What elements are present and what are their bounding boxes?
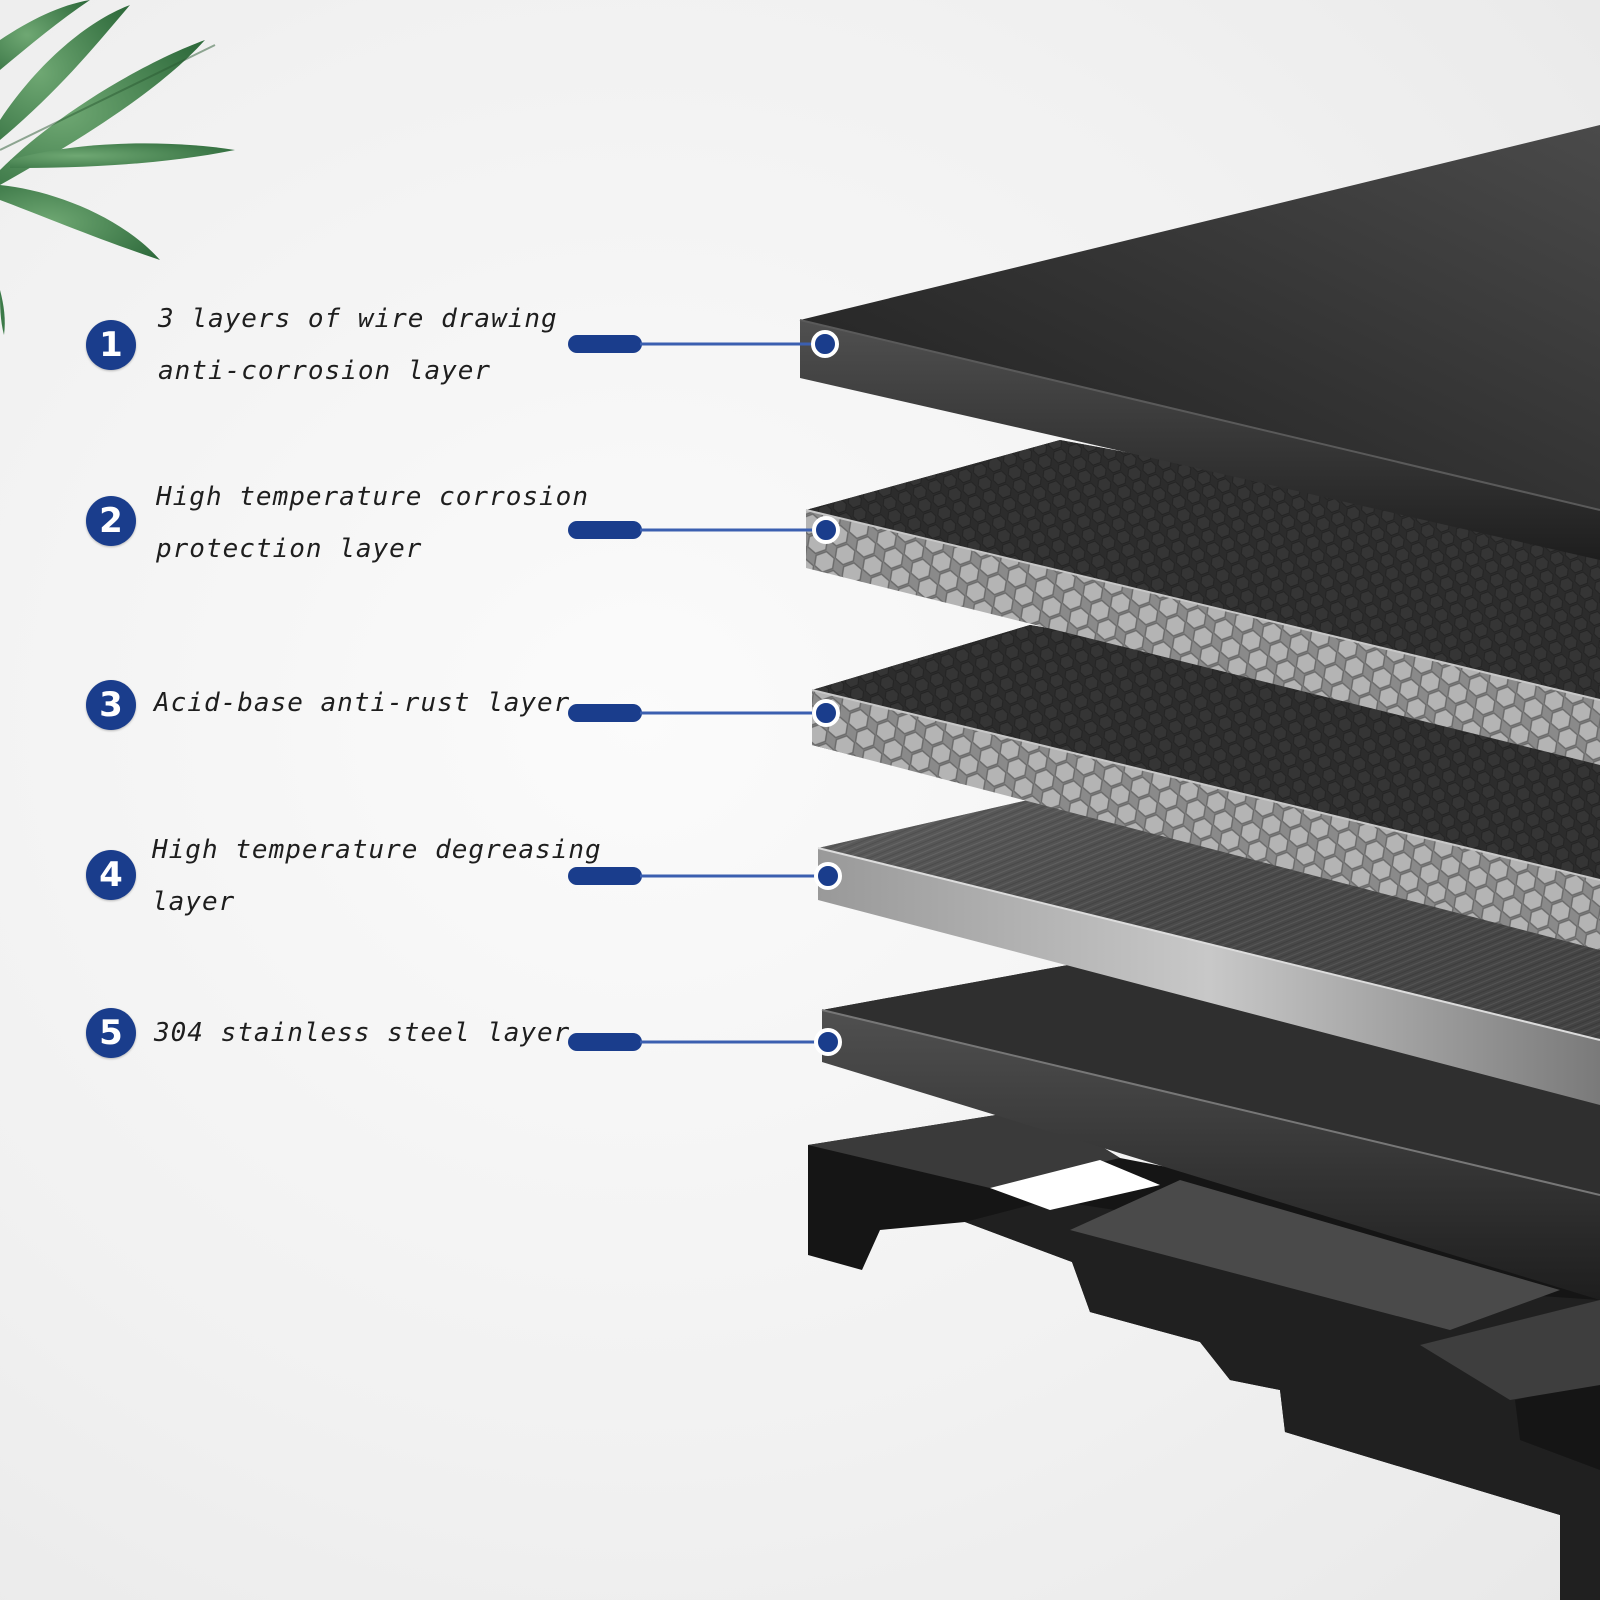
leaf-icon	[0, 0, 235, 335]
connector-pill	[568, 704, 642, 722]
connector-pill	[568, 1033, 642, 1051]
connector-dot	[814, 1028, 842, 1056]
plate-4	[817, 795, 1600, 1105]
connector-pill	[568, 335, 642, 353]
connector-dot	[812, 699, 840, 727]
connector-lines	[568, 330, 842, 1056]
connector-dot	[814, 862, 842, 890]
plate-1	[799, 125, 1600, 560]
connector-pill	[568, 521, 642, 539]
connector-dot	[811, 330, 839, 358]
connector-pill	[568, 867, 642, 885]
connector-dot	[812, 516, 840, 544]
